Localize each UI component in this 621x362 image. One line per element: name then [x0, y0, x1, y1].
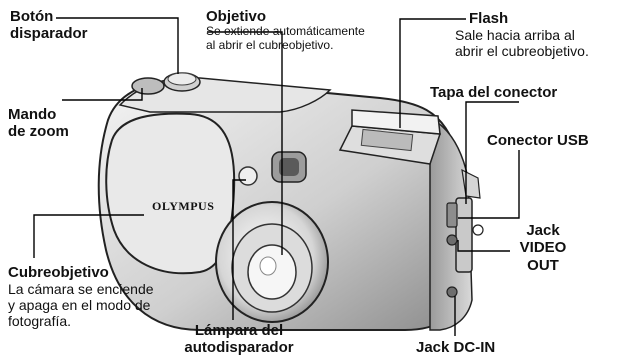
label-flash-desc2: abrir el cubreobjetivo. [455, 43, 589, 60]
label-zoom-line2: de zoom [8, 123, 69, 141]
label-video-out-line2: VIDEO [519, 239, 567, 257]
label-video-out: Jack VIDEO OUT [508, 222, 578, 274]
leader-shutter [56, 17, 179, 74]
leader-flash [399, 18, 466, 128]
label-flash-desc1: Sale hacia arriba al [455, 27, 575, 44]
label-shutter-line1: Botón [10, 8, 54, 25]
leader-connector-cover [465, 101, 519, 204]
dc-in-jack [446, 286, 458, 298]
olympus-logo: OLYMPUS [152, 199, 215, 213]
leader-video-out [457, 240, 510, 252]
label-shutter-button: Botón disparador [10, 8, 88, 43]
leader-lens [207, 31, 283, 255]
label-lens-desc1: Se extiende automáticamente [206, 24, 365, 39]
label-self-timer-line2: autodisparador [184, 339, 294, 357]
usb-port [446, 202, 458, 228]
zoom-lever [131, 77, 165, 95]
label-connector-cover: Tapa del conector [430, 84, 558, 101]
label-lens-title: Objetivo [206, 8, 267, 25]
leader-self-timer [232, 179, 246, 320]
lens-barrier-cover [105, 112, 236, 275]
video-out-jack [446, 234, 458, 246]
label-video-out-line1: Jack [526, 222, 560, 239]
label-self-timer-lamp: Lámpara del autodisparador [166, 322, 312, 357]
label-lens-barrier-desc3: fotografía. [8, 313, 72, 330]
label-self-timer-line1: Lámpara del [194, 322, 284, 339]
label-lens: Objetivo Se extiende automáticamente al … [206, 8, 365, 53]
leader-usb [458, 150, 520, 219]
label-dc-in: Jack DC-IN [416, 339, 496, 356]
leader-lines [33, 17, 520, 336]
label-flash-title: Flash [469, 10, 509, 27]
label-shutter-line2: disparador [10, 25, 88, 43]
self-timer-lamp [238, 166, 258, 186]
label-lens-desc2: al abrir el cubreobjetivo. [206, 38, 334, 53]
label-lens-barrier-title: Cubreobjetivo [8, 264, 109, 281]
leader-lens-barrier [33, 214, 144, 258]
label-zoom-line1: Mando [8, 106, 57, 123]
label-flash: Flash Sale hacia arriba al abrir el cubr… [455, 10, 589, 59]
leader-zoom [62, 88, 143, 101]
label-usb-connector: Conector USB [487, 132, 589, 149]
label-lens-barrier-desc2: y apaga en el modo de [8, 297, 151, 314]
connector-cover [455, 197, 473, 273]
label-lens-barrier-desc1: La cámara se enciende [8, 281, 154, 298]
label-zoom-lever: Mando de zoom [8, 106, 69, 141]
label-lens-barrier: Cubreobjetivo La cámara se enciende y ap… [8, 264, 154, 330]
label-video-out-line3: OUT [527, 256, 559, 274]
